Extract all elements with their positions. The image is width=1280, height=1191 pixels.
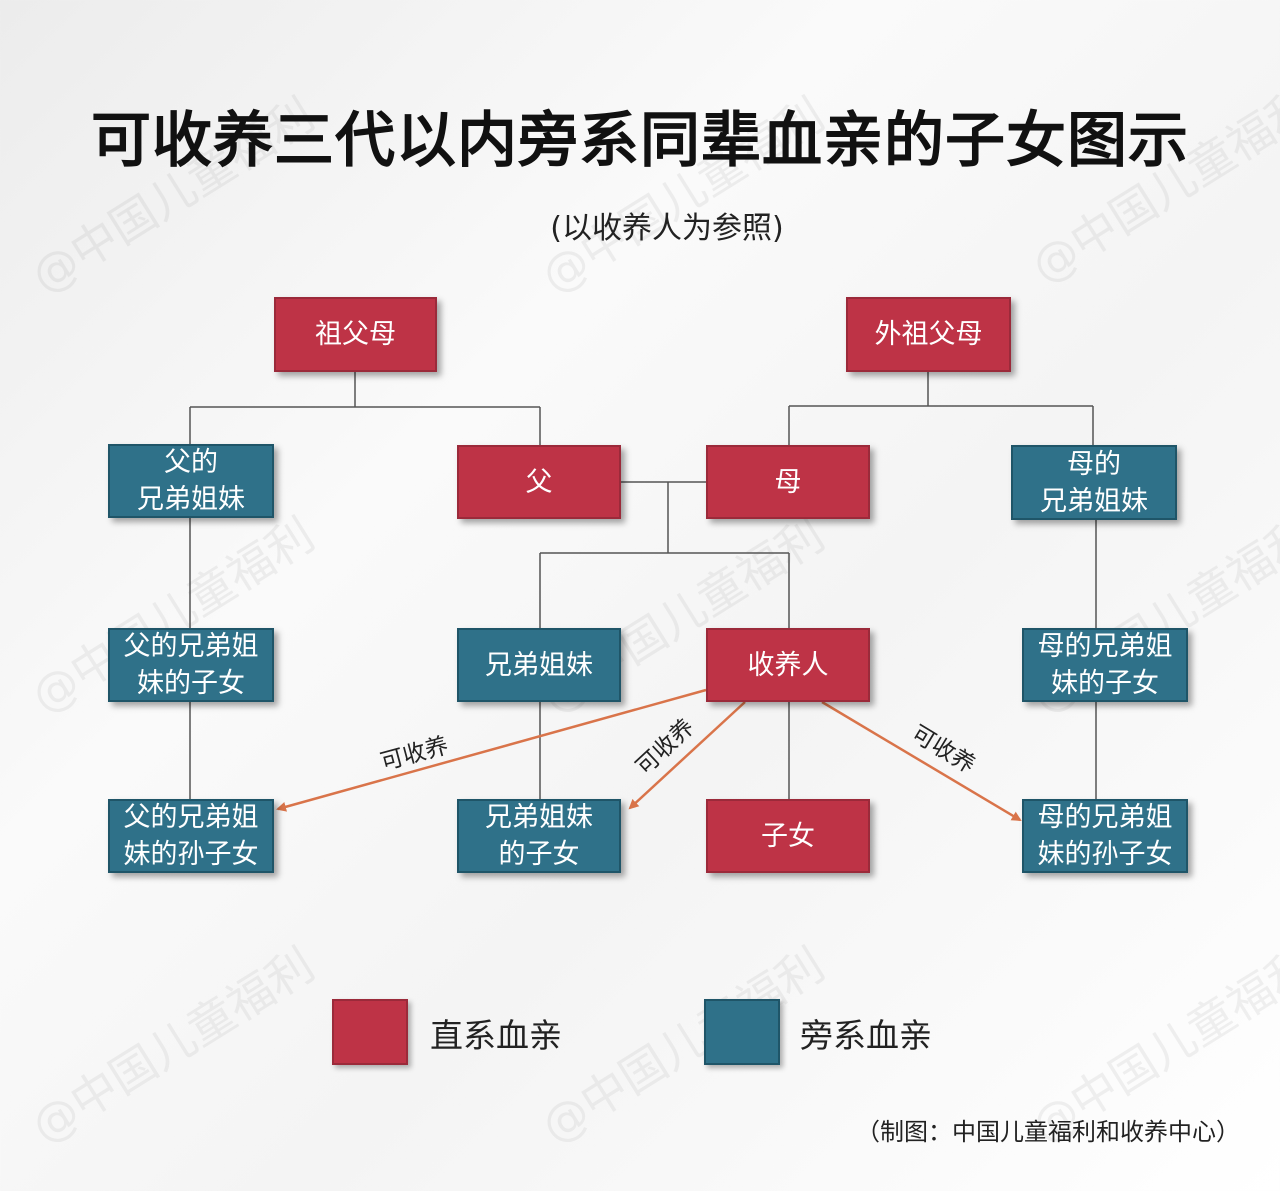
node-father-siblings-grandchildren: 父的兄弟姐 妹的孙子女 (108, 799, 274, 873)
arrow-label-middle: 可收养 (631, 714, 699, 780)
connector (539, 481, 790, 628)
page-subtitle: (以收养人为参照) (550, 211, 784, 246)
adopt-arrow-middle (628, 701, 746, 810)
legend-label-collateral: 旁系血亲 (800, 1016, 932, 1055)
node-siblings: 兄弟姐妹 (457, 628, 621, 702)
connector (788, 372, 1094, 445)
node-mother-siblings-children: 母的兄弟姐 妹的子女 (1022, 628, 1188, 702)
arrow-label-right: 可收养 (907, 721, 980, 779)
adopt-arrow-right (821, 700, 1022, 822)
credit-line: （制图：中国儿童福利和收养中心） (856, 1118, 1240, 1146)
node-mother-siblings: 母的 兄弟姐妹 (1011, 445, 1177, 520)
arrow-label-left: 可收养 (378, 733, 451, 776)
node-adopter: 收养人 (706, 628, 870, 702)
legend-label-lineal: 直系血亲 (430, 1016, 562, 1055)
node-father: 父 (457, 445, 621, 519)
node-paternal-grandparents: 祖父母 (274, 297, 437, 372)
page-title: 可收养三代以内旁系同辈血亲的子女图示 (91, 106, 1189, 176)
adopt-arrow-left (276, 688, 707, 812)
node-father-siblings-children: 父的兄弟姐 妹的子女 (108, 628, 274, 702)
legend-swatch-collateral (704, 999, 780, 1065)
node-mother-siblings-grandchildren: 母的兄弟姐 妹的孙子女 (1022, 799, 1188, 873)
node-father-siblings: 父的 兄弟姐妹 (108, 444, 274, 518)
node-children: 子女 (706, 799, 870, 873)
legend-swatch-lineal (332, 999, 408, 1065)
connector (189, 372, 541, 445)
node-siblings-children: 兄弟姐妹 的子女 (457, 799, 621, 873)
node-maternal-grandparents: 外祖父母 (846, 297, 1011, 372)
node-mother: 母 (706, 445, 870, 519)
